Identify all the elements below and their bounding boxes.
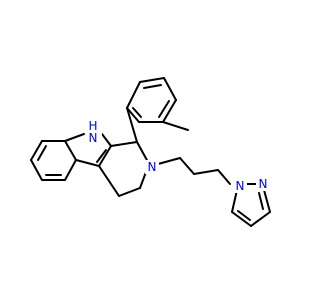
- bond: [118, 187, 141, 197]
- bond: [126, 81, 141, 109]
- atom-label-indole-nh: H N: [86, 119, 102, 146]
- indole-n-text: H: [88, 119, 97, 133]
- bond: [250, 211, 271, 227]
- bond: [139, 77, 165, 83]
- atom-label-amine-n: N: [145, 160, 159, 174]
- bond: [157, 157, 181, 165]
- bond: [179, 157, 195, 175]
- bond: [231, 189, 238, 213]
- bond: [126, 107, 138, 143]
- atom-label-pyrazole-n1: N: [233, 179, 247, 193]
- bond: [126, 107, 140, 123]
- bond: [64, 140, 77, 161]
- double-bond-line: [237, 210, 251, 221]
- amine-n-text: N: [148, 160, 157, 174]
- bond: [101, 133, 112, 147]
- bond: [30, 159, 43, 181]
- bond: [64, 159, 77, 181]
- bond: [75, 159, 100, 167]
- double-bond-line: [96, 149, 107, 163]
- double-bond-line: [258, 192, 264, 210]
- pyrazole-ring: [231, 183, 271, 227]
- bond: [30, 140, 43, 161]
- methyl-bond: [162, 121, 189, 131]
- propyl-linker: [157, 157, 231, 185]
- tolyl-ring: [126, 77, 189, 143]
- bond: [110, 141, 138, 147]
- indole-benzene-ring: [30, 140, 77, 181]
- pyrazole-n2-text: N: [259, 177, 268, 191]
- bond: [217, 169, 231, 185]
- bond: [163, 77, 177, 101]
- double-bond-line: [37, 145, 47, 161]
- indole-h-text: N: [89, 131, 98, 145]
- double-bond-line: [132, 107, 142, 118]
- bond: [139, 171, 147, 189]
- bond: [193, 169, 219, 175]
- bond: [98, 145, 112, 167]
- atom-label-pyrazole-n2: N: [256, 177, 270, 191]
- double-bond-line: [158, 100, 170, 118]
- bond: [64, 133, 85, 142]
- bond: [162, 99, 177, 123]
- bond: [98, 165, 120, 197]
- pyrazole-n1-text: N: [236, 179, 245, 193]
- double-bond-line: [143, 84, 162, 89]
- indole-pyrrole-ring: [64, 133, 112, 167]
- bond: [136, 141, 149, 163]
- bond: [263, 189, 271, 213]
- tetrahydropyridine-ring: [98, 141, 149, 197]
- molecule-structure-diagram: H N N N N: [30, 77, 271, 227]
- bond: [231, 211, 252, 227]
